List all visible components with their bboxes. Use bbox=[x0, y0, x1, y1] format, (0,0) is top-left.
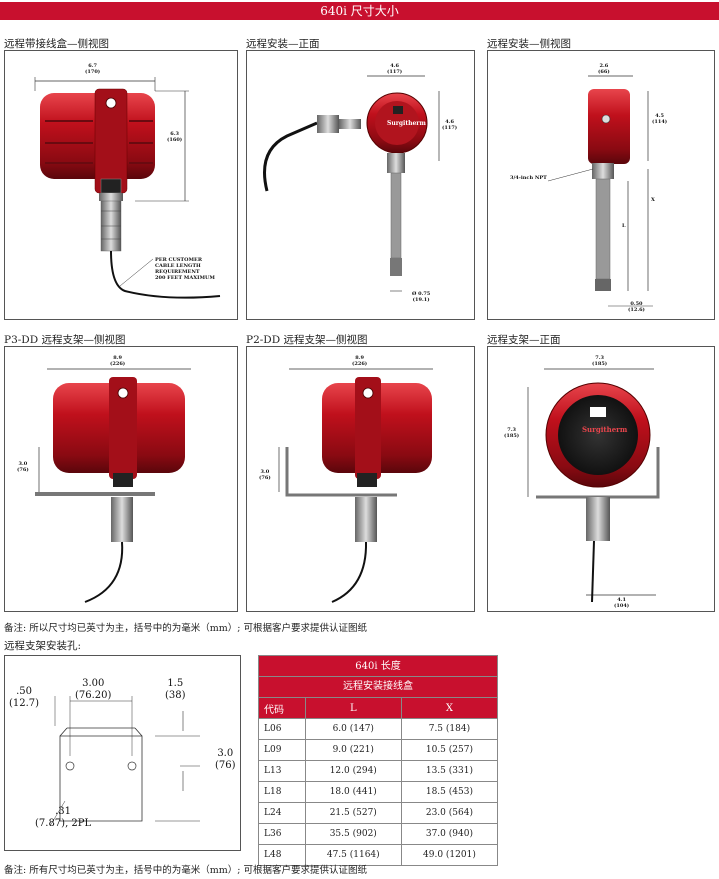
dim-height: 6.3(160) bbox=[167, 131, 183, 143]
dim-bottom: 4.1(104) bbox=[614, 597, 630, 609]
table-subtitle: 远程安装接线盒 bbox=[258, 676, 498, 698]
housing-drawing bbox=[34, 77, 221, 299]
cell: 10.5 (257) bbox=[400, 739, 499, 761]
bracket-drawing bbox=[35, 368, 191, 603]
dim-diameter: Ø 0.75(19.1) bbox=[412, 291, 431, 303]
panel-caption: 远程支架—正面 bbox=[487, 334, 561, 346]
dim-width: 7.3(185) bbox=[592, 355, 608, 367]
npt-label: 3/4-inch NPT bbox=[510, 175, 547, 181]
panel-caption: P3-DD 远程支架—侧视图 bbox=[4, 334, 126, 346]
cell: L13 bbox=[258, 760, 306, 782]
dim-width: 2.6(66) bbox=[598, 63, 610, 75]
dim-hole-spacing: 3.00(76.20) bbox=[75, 678, 112, 701]
dim-height: 3.0(76) bbox=[17, 461, 29, 473]
panel-caption: 远程安装—正面 bbox=[246, 38, 320, 50]
note-top: 备注: 所以尺寸均已英寸为主，括号中的为毫米（mm）; 可根据客户要求提供认证图… bbox=[4, 623, 367, 634]
side-drawing bbox=[547, 75, 653, 307]
header-x: X bbox=[400, 697, 499, 719]
cell: 49.0 (1201) bbox=[400, 844, 499, 866]
dim-tip: 0.50(12.6) bbox=[628, 301, 645, 313]
mounting-hole-drawing: .50(12.7) 3.00(76.20) 1.5(38) 3.0(76) .3… bbox=[4, 655, 241, 851]
cell: 6.0 (147) bbox=[304, 718, 402, 740]
dim-height: 3.0(76) bbox=[259, 469, 271, 481]
dim-width: 4.6(117) bbox=[387, 63, 403, 75]
table-title: 640i 长度 bbox=[258, 655, 498, 677]
bracket-drawing bbox=[278, 368, 433, 603]
header-code: 代码 bbox=[258, 697, 306, 719]
cell: 21.5 (527) bbox=[304, 802, 402, 824]
dim-hole-dia: .31(7.87), 2PL bbox=[35, 806, 92, 829]
panel-caption: 远程安装—侧视图 bbox=[487, 38, 571, 50]
cell: 47.5 (1164) bbox=[304, 844, 402, 866]
note-bottom: 备注: 所有尺寸均已英寸为主，括号中的为毫米（mm）; 可根据客户要求提供认证图… bbox=[4, 865, 367, 876]
cell: 9.0 (221) bbox=[304, 739, 402, 761]
cell: 35.5 (902) bbox=[304, 823, 402, 845]
front-bracket-drawing bbox=[527, 368, 660, 603]
product-logo: Surgitherm bbox=[582, 425, 628, 434]
dim-x: X bbox=[651, 197, 655, 203]
dim-bracket-height: 3.0(76) bbox=[215, 748, 236, 771]
dim-height: 7.3(185) bbox=[504, 427, 520, 439]
cell: 18.5 (453) bbox=[400, 781, 499, 803]
mount-drawing bbox=[49, 696, 200, 827]
drawing-panel-remote-side2: 2.6(66) 4.5(114) 3/4-inch NPT X L 0.50(1… bbox=[487, 50, 715, 320]
drawing-panel-p2dd: 8.9(226) 3.0(76) bbox=[246, 346, 475, 612]
cell: L24 bbox=[258, 802, 306, 824]
dim-height: 4.6(117) bbox=[442, 119, 458, 131]
dim-height: 4.5(114) bbox=[652, 113, 668, 125]
cell: 23.0 (564) bbox=[400, 802, 499, 824]
drawing-panel-p3dd: 8.9(226) 3.0(76) bbox=[4, 346, 238, 612]
cell: L36 bbox=[258, 823, 306, 845]
product-logo: Surgitherm bbox=[387, 120, 426, 127]
drawing-panel-remote-front: 4.6(117) 4.6(117) Surgitherm Ø 0.75(19.1… bbox=[246, 50, 475, 320]
cell: 13.5 (331) bbox=[400, 760, 499, 782]
header-l: L bbox=[304, 697, 402, 719]
dim-edge: .50(12.7) bbox=[9, 686, 40, 709]
cell: 12.0 (294) bbox=[304, 760, 402, 782]
cell: 37.0 (940) bbox=[400, 823, 499, 845]
panel-caption: P2-DD 远程支架—侧视图 bbox=[246, 334, 368, 346]
cell: L18 bbox=[258, 781, 306, 803]
dim-offset: 1.5(38) bbox=[165, 678, 186, 701]
mount-caption: 远程支架安装孔: bbox=[4, 640, 82, 652]
cell: 18.0 (441) bbox=[304, 781, 402, 803]
cell: 7.5 (184) bbox=[400, 718, 499, 740]
page-title: 640i 尺寸大小 bbox=[0, 2, 719, 20]
dim-width: 8.9(226) bbox=[110, 355, 126, 367]
cell: L06 bbox=[258, 718, 306, 740]
dim-l: L bbox=[622, 223, 626, 229]
cell: L09 bbox=[258, 739, 306, 761]
panel-caption: 远程带接线盒—侧视图 bbox=[4, 38, 109, 50]
drawing-panel-bracket-front: 7.3(185) 7.3(185) Surgitherm 4.1(104) bbox=[487, 346, 715, 612]
dim-width: 6.7(170) bbox=[85, 63, 101, 75]
dim-width: 8.9(226) bbox=[352, 355, 368, 367]
front-drawing bbox=[263, 75, 440, 292]
